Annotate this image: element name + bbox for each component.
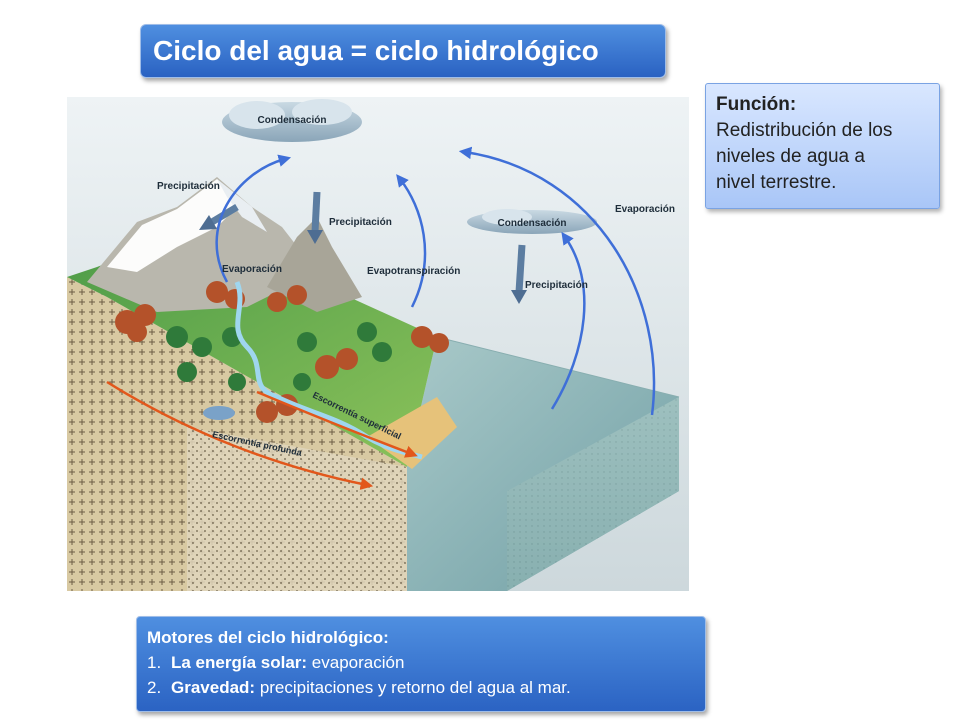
water-cycle-diagram: Condensación Condensación Precipitación … (67, 97, 689, 591)
label-precipitacion-1: Precipitación (157, 181, 220, 192)
water-cycle-illustration: Condensación Condensación Precipitación … (67, 97, 689, 591)
motors-item-2-number: 2. (147, 678, 162, 697)
label-precipitacion-3: Precipitación (525, 280, 588, 291)
motors-item-2: 2. Gravedad: precipitaciones y retorno de… (147, 675, 695, 700)
motors-heading: Motores del ciclo hidrológico: (147, 628, 389, 647)
motors-box: Motores del ciclo hidrológico: 1. La ener… (136, 616, 706, 712)
function-line-3: nivel terrestre. (716, 172, 837, 193)
function-line-2: niveles de agua a (716, 146, 865, 167)
label-condensacion-1: Condensación (258, 115, 327, 126)
motors-item-1-rest: evaporación (307, 653, 405, 672)
label-precipitacion-2: Precipitación (329, 217, 392, 228)
function-line-1: Redistribución de los (716, 120, 893, 141)
motors-item-2-bold: Gravedad: (171, 678, 256, 697)
motors-item-1-bold: La energía solar: (171, 653, 308, 672)
label-evaporacion-2: Evaporación (615, 204, 675, 215)
page-title: Ciclo del agua = ciclo hidrológico (140, 24, 666, 78)
label-evaporacion-1: Evaporación (222, 264, 282, 275)
function-label: Función: (716, 94, 797, 115)
motors-item-2-rest: precipitaciones y retorno del agua al ma… (255, 678, 571, 697)
label-evapotranspiracion: Evapotranspiración (367, 266, 460, 277)
function-box: Función: Redistribución de los niveles d… (705, 83, 940, 209)
motors-item-1: 1. La energía solar: evaporación (147, 650, 695, 675)
label-condensacion-2: Condensación (498, 218, 567, 229)
motors-item-1-number: 1. (147, 653, 162, 672)
